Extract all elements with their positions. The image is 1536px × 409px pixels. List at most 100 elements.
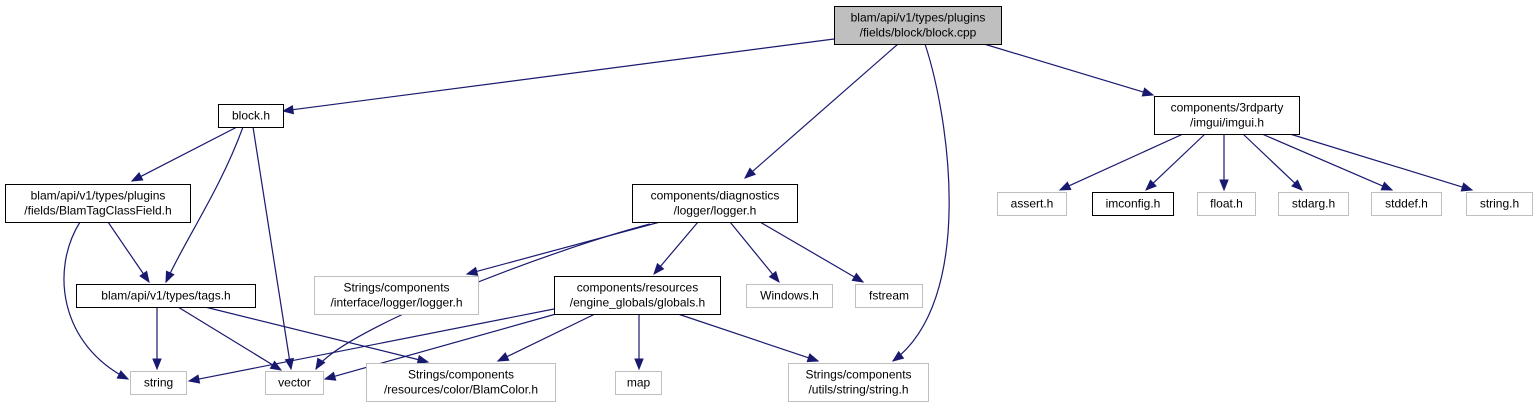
node-strings-string-h[interactable]: Strings/components/utils/string/string.h [788,363,929,402]
arrowhead [315,357,326,371]
node-label-line: vector [278,376,311,390]
arrowhead [891,350,905,362]
edge-line [660,221,699,267]
node-string-h[interactable]: string.h [1466,192,1533,216]
edge-line [204,306,419,361]
node-windows-h[interactable]: Windows.h [746,284,833,308]
node-label-line: /fields/BlamTagClassField.h [24,204,171,218]
edge-line [140,126,238,177]
arrowhead [165,270,175,284]
node-box [615,371,662,395]
edge-logger_h-to-strings_logger_h [465,221,661,276]
node-box [1278,192,1349,216]
node-float-h[interactable]: float.h [1197,192,1256,216]
node-label-line: Windows.h [760,289,819,303]
edge-blamtagclassfield_h-to-string [63,221,130,380]
node-box [76,284,256,308]
node-strings-logger-h[interactable]: Strings/components/interface/logger/logg… [314,276,479,315]
node-label-line: /interface/logger/logger.h [330,296,462,310]
edge-block_h-to-vector [252,126,295,371]
edge-globals_h-to-string [187,308,555,384]
edge-imgui_h-to-assert_h [1058,133,1184,191]
node-string[interactable]: string [130,371,187,395]
node-label-line: stdarg.h [1292,197,1335,211]
edge-tags_h-to-blamcolor_h [204,306,430,365]
node-label-line: Strings/components [343,281,449,295]
node-label-line: map [627,376,651,390]
edge-line [1242,133,1296,184]
node-box [265,371,324,395]
edge-logger_h-to-windows_h [729,221,780,284]
edge-root-to-logger_h [743,43,899,179]
node-imconfig-h[interactable]: imconfig.h [1092,192,1174,216]
node-stdarg-h[interactable]: stdarg.h [1278,192,1349,216]
edge-tags_h-to-string [152,307,162,371]
node-root[interactable]: blam/api/v1/types/plugins/fields/block/b… [834,6,1002,45]
node-box [1092,192,1174,216]
arrowhead [1219,179,1229,192]
edge-line [63,221,129,380]
edge-line [677,313,809,359]
node-box [632,184,798,223]
node-label-line: fstream [869,289,909,303]
node-blamtagclassfield-h[interactable]: blam/api/v1/types/plugins/fields/BlamTag… [5,184,191,223]
edge-imgui_h-to-stddef_h [1261,133,1394,191]
node-stddef-h[interactable]: stddef.h [1371,192,1442,216]
node-label-line: imconfig.h [1106,197,1161,211]
edge-line [1152,133,1206,184]
arrowhead [1460,182,1474,192]
arrowhead [187,374,201,384]
node-label-line: /imgui/imgui.h [1190,116,1264,130]
arrowhead [496,352,510,362]
edge-line [729,221,774,275]
node-label-line: Strings/components [805,368,911,382]
node-blamcolor-h[interactable]: Strings/components/resources/color/BlamC… [366,363,556,402]
node-map[interactable]: map [615,371,662,395]
edge-line [292,38,835,111]
arrowhead [281,104,295,115]
node-tags-h[interactable]: blam/api/v1/types/tags.h [76,284,256,308]
edge-line [107,221,144,275]
node-box [746,284,833,308]
edge-root-to-block_h [281,38,835,115]
arrowhead [323,371,337,381]
node-label-line: components/diagnostics [651,189,780,203]
edge-line [1068,133,1184,187]
edge-line [252,126,291,360]
node-fstream[interactable]: fstream [855,284,923,308]
node-box [130,371,187,395]
node-label-line: /engine_globals/globals.h [570,296,705,310]
node-logger-h[interactable]: components/diagnostics/logger/logger.h [632,184,798,223]
node-box [834,6,1002,45]
edge-line [759,221,855,278]
node-box [855,284,923,308]
edge-logger_h-to-globals_h [653,221,699,276]
node-block-h[interactable]: block.h [218,104,284,128]
arrowhead [634,358,644,371]
edge-root-to-strings_string_h [891,43,950,362]
edge-tags_h-to-vector [177,306,283,371]
node-vector[interactable]: vector [265,371,324,395]
node-label-line: blam/api/v1/types/plugins [851,11,986,25]
arrowhead [653,262,665,276]
node-box [1371,192,1442,216]
node-label-line: /logger/logger.h [674,204,757,218]
node-box [788,363,929,402]
edge-line [1261,133,1384,187]
edge-line [1289,133,1463,188]
edge-globals_h-to-strings_string_h [677,313,820,363]
node-imgui-h[interactable]: components/3rdparty/imgui/imgui.h [1154,96,1300,135]
node-globals-h[interactable]: components/resources/engine_globals/glob… [554,276,721,315]
node-box [1197,192,1256,216]
node-label-line: block.h [232,109,270,123]
edge-blamtagclassfield_h-to-tags_h [107,221,150,284]
arrowhead [851,272,865,283]
node-box [314,276,479,315]
edge-globals_h-to-blamcolor_h [496,313,596,362]
arrowhead [743,167,757,179]
edge-block_h-to-tags_h [165,126,244,284]
node-label-line: blam/api/v1/types/plugins [31,189,166,203]
edge-imgui_h-to-string_h [1289,133,1474,192]
node-assert-h[interactable]: assert.h [997,192,1067,216]
